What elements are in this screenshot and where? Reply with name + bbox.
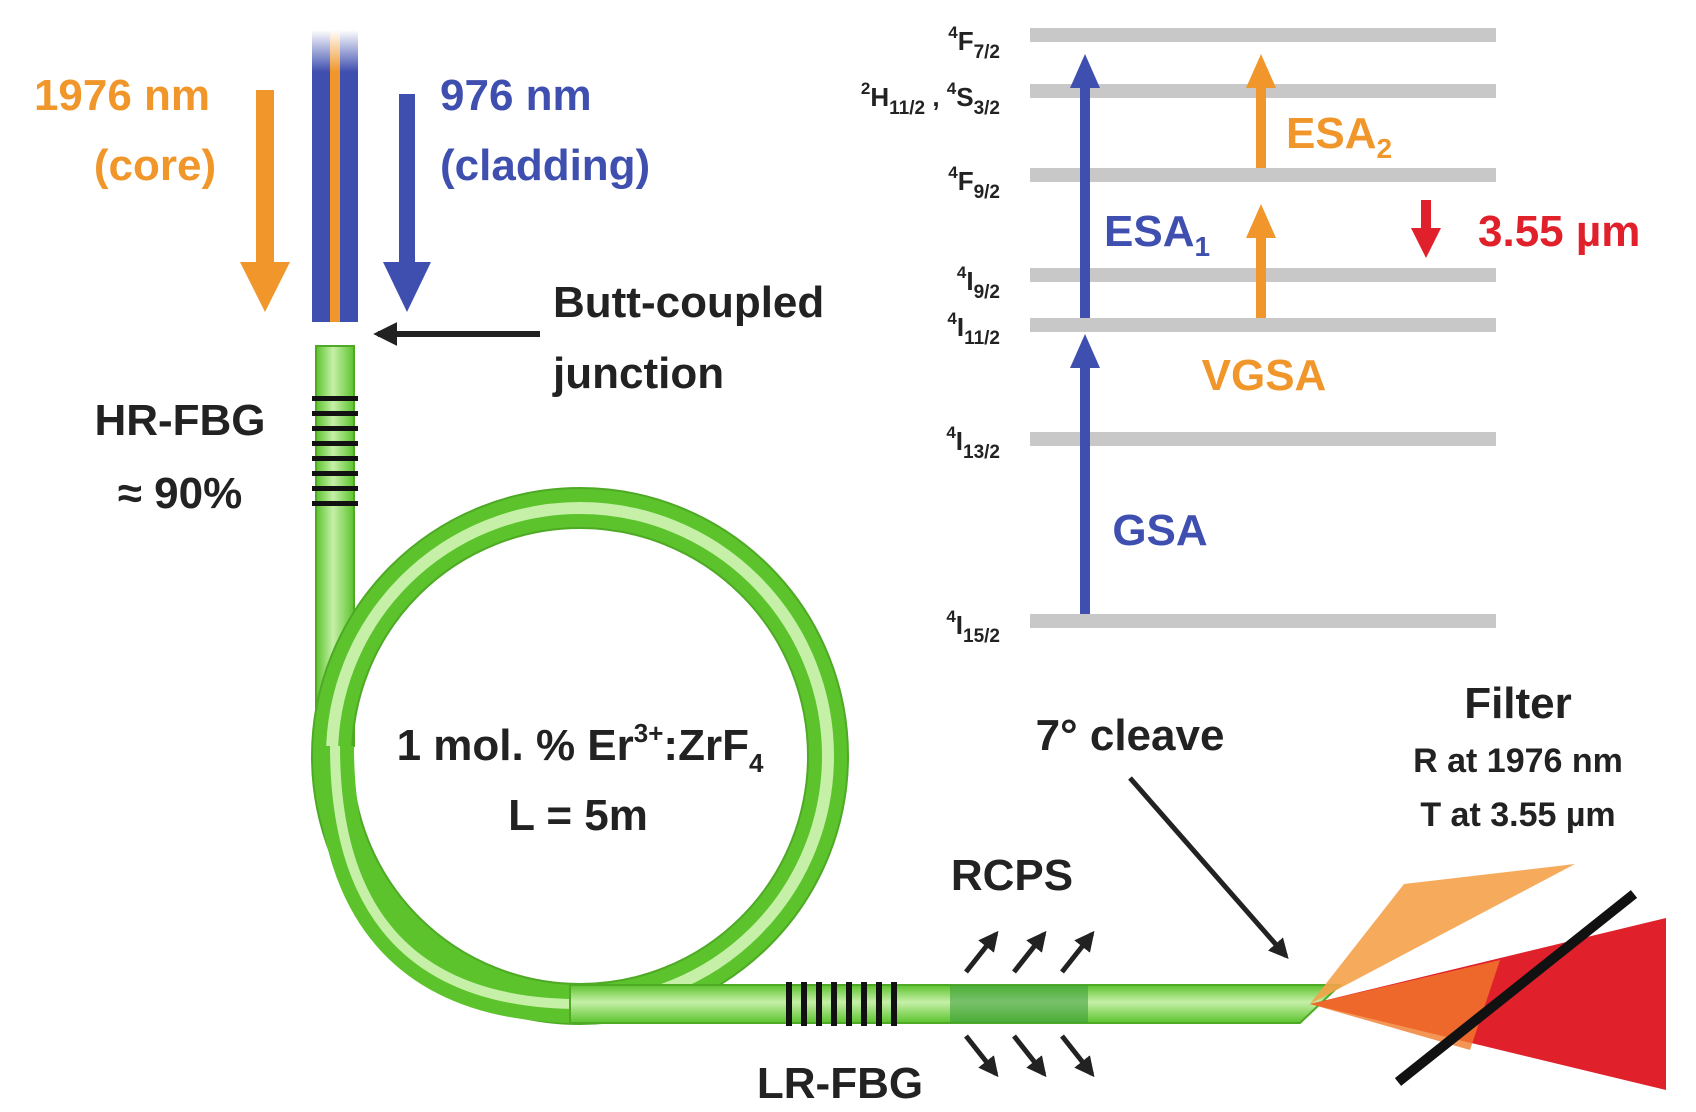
level-label-4i132: 4I13/2 (946, 423, 1000, 463)
filter-line1: R at 1976 nm (1413, 742, 1623, 780)
rcps-label: RCPS (951, 851, 1073, 900)
active-fiber (311, 345, 1343, 1025)
core-pump-wavelength: 1976 nm (34, 71, 210, 120)
core-pump-note: (core) (94, 141, 216, 190)
level-4f92 (1030, 168, 1496, 182)
filter-plate (1394, 890, 1638, 1086)
level-label-4f72: 4F7/2 (948, 23, 1000, 63)
vgsa-arrow (1246, 204, 1276, 318)
gsa-label: GSA (1112, 506, 1207, 555)
hr-fbg-label: HR-FBG (94, 396, 265, 445)
emission-arrow (1411, 200, 1441, 258)
level-4i152 (1030, 614, 1496, 628)
esa1-arrow (1070, 54, 1100, 318)
pump-fiber (312, 30, 358, 322)
output-beams (1310, 864, 1666, 1090)
level-label-2h112-4s32: 2H11/2 , 4S3/2 (861, 79, 1000, 119)
level-label-4i92: 4I9/2 (957, 263, 1000, 303)
hr-fbg-reflectivity: ≈ 90% (118, 469, 242, 518)
cleave-label: 7° cleave (1036, 711, 1225, 760)
level-label-4i112: 4I11/2 (947, 309, 1000, 349)
level-label-4i152: 4I15/2 (946, 607, 1000, 647)
rcps-arrows (964, 930, 1095, 1078)
junction-label-line1: Butt-coupled (553, 278, 824, 327)
reflected-pump-beam (1310, 864, 1575, 1004)
hr-fbg-grating (312, 396, 358, 506)
filter-title: Filter (1464, 679, 1572, 728)
vgsa-label: VGSA (1202, 351, 1327, 400)
lr-fbg-grating (786, 982, 897, 1026)
gsa-arrow (1070, 334, 1100, 614)
cladding-pump-wavelength: 976 nm (440, 71, 592, 120)
fiber-doping-label: 1 mol. % Er3+:ZrF4 (397, 718, 764, 778)
pump-core (330, 30, 340, 322)
energy-level-diagram: 4F7/2 2H11/2 , 4S3/2 4F9/2 4I9/2 4I11/2 … (861, 23, 1640, 647)
emission-label: 3.55 µm (1478, 207, 1640, 256)
core-pump-arrow (240, 90, 290, 312)
fiber-bend (316, 745, 581, 1023)
cladding-pump-arrow (383, 94, 431, 312)
energy-levels (1030, 28, 1496, 628)
level-4i132 (1030, 432, 1496, 446)
level-4f72 (1030, 28, 1496, 42)
level-label-4f92: 4F9/2 (948, 163, 1000, 203)
esa1-label: ESA1 (1104, 207, 1210, 262)
cleave-arrow (1128, 776, 1289, 960)
level-4i112 (1030, 318, 1496, 332)
esa2-label: ESA2 (1286, 109, 1392, 164)
lr-fbg-label: LR-FBG (757, 1059, 923, 1108)
rcps-section (950, 985, 1088, 1023)
cladding-pump-note: (cladding) (440, 141, 650, 190)
fiber-length-label: L = 5m (508, 791, 648, 840)
junction-label-line2: junction (552, 349, 724, 398)
filter-line2: T at 3.55 µm (1420, 796, 1615, 834)
esa2-arrow (1246, 54, 1276, 168)
